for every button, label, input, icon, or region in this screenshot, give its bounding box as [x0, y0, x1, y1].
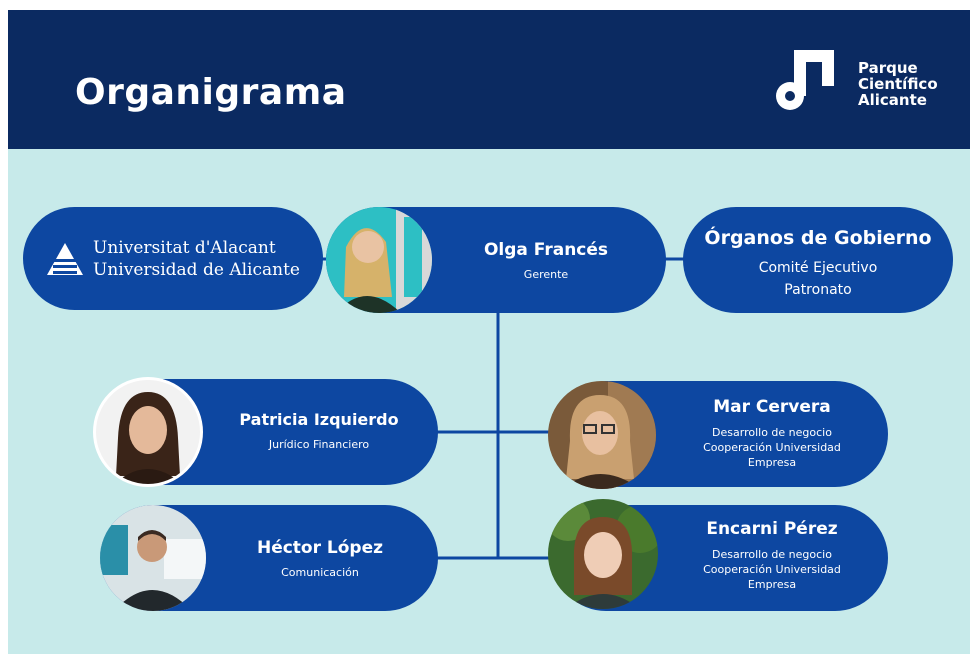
governing-title: Órganos de Gobierno	[704, 227, 932, 249]
page-title: Organigrama	[75, 72, 347, 113]
encarni-role-line-1: Desarrollo de negocio	[712, 548, 832, 561]
hector-name: Héctor López	[256, 538, 384, 558]
hector-photo	[100, 505, 206, 611]
encarni-role-line-2: Cooperación Universidad	[703, 563, 841, 576]
university-logo-icon	[47, 243, 83, 275]
logo-line-3: Alicante	[858, 91, 927, 109]
manager-role: Gerente	[523, 268, 569, 281]
encarni-photo	[548, 499, 658, 609]
parque-logo-icon	[776, 50, 834, 110]
header-banner: Organigrama	[8, 10, 970, 149]
manager-photo	[326, 207, 432, 313]
logo-line-1: Parque	[858, 59, 918, 77]
university-node: Universitat d'Alacant Universidad de Ali…	[23, 207, 323, 310]
parque-logo-text: Parque Científico Alicante	[858, 60, 938, 108]
manager-name: Olga Francés	[483, 240, 609, 260]
university-name-ca: Universitat d'Alacant	[93, 238, 276, 258]
governing-board: Patronato	[784, 282, 852, 298]
mar-role-line-3: Empresa	[747, 456, 797, 469]
governing-bodies-node: Órganos de Gobierno Comité Ejecutivo Pat…	[683, 207, 953, 313]
org-chart-canvas: Universitat d'Alacant Universidad de Ali…	[8, 149, 970, 654]
governing-committee: Comité Ejecutivo	[758, 260, 878, 276]
encarni-name: Encarni Pérez	[706, 519, 838, 539]
mar-role-line-1: Desarrollo de negocio	[712, 426, 832, 439]
patricia-role: Jurídico Financiero	[268, 438, 370, 451]
university-name-es: Universidad de Alicante	[93, 260, 300, 280]
logo-line-2: Científico	[858, 75, 938, 93]
hector-role: Comunicación	[281, 566, 359, 579]
encarni-role-line-3: Empresa	[747, 578, 797, 591]
patricia-photo	[93, 377, 203, 487]
mar-photo	[548, 381, 656, 489]
patricia-name: Patricia Izquierdo	[239, 410, 399, 429]
mar-role-line-2: Cooperación Universidad	[703, 441, 841, 454]
mar-name: Mar Cervera	[713, 397, 831, 417]
